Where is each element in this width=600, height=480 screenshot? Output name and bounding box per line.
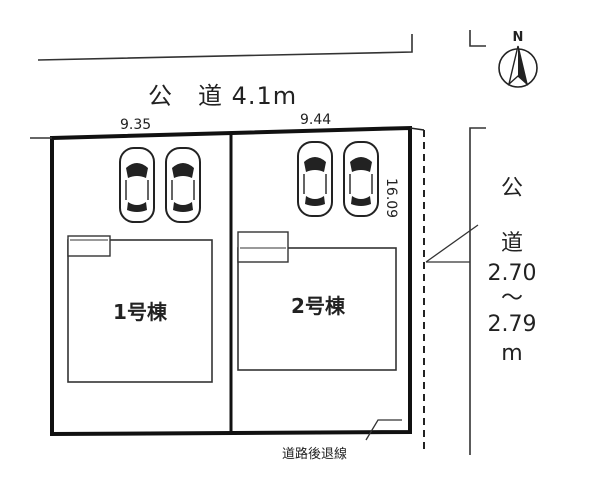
neighbor-boundary-line — [37, 34, 413, 61]
top-road-label: 公 道 4.1m — [148, 82, 297, 110]
building-2-entrance — [237, 231, 289, 263]
right-road-width-range: ～ — [501, 286, 523, 311]
car-icon — [297, 141, 333, 217]
setback-leader — [365, 419, 402, 441]
lot-outline — [50, 125, 412, 437]
right-road-width-min: 2.70 — [488, 261, 537, 286]
right-road-unit: m — [501, 341, 522, 366]
building-1-entrance — [67, 235, 111, 257]
building-1-label: 1号棟 — [113, 300, 168, 324]
lot1-width-label: 9.35 — [120, 117, 151, 133]
right-road-label-1: 公 — [501, 176, 523, 201]
setback-label: 道路後退線 — [282, 446, 347, 462]
building-1-footprint — [67, 239, 213, 383]
car-icon — [119, 147, 155, 223]
lot-depth-label: 16.09 — [383, 178, 399, 218]
right-road-width-max: 2.79 — [488, 312, 537, 337]
corner-mark — [469, 30, 486, 47]
setback-top-tick — [409, 127, 425, 131]
car-icon — [165, 147, 201, 223]
right-road-label-2: 道 — [501, 231, 523, 256]
compass-icon: N — [498, 30, 538, 88]
road-width-leader — [425, 224, 479, 263]
compass-north-label: N — [513, 30, 524, 45]
building-2-label: 2号棟 — [291, 294, 346, 318]
lot2-width-label: 9.44 — [300, 112, 331, 128]
building-2-footprint — [237, 247, 397, 371]
car-icon — [343, 141, 379, 217]
right-road-edge — [469, 127, 486, 455]
